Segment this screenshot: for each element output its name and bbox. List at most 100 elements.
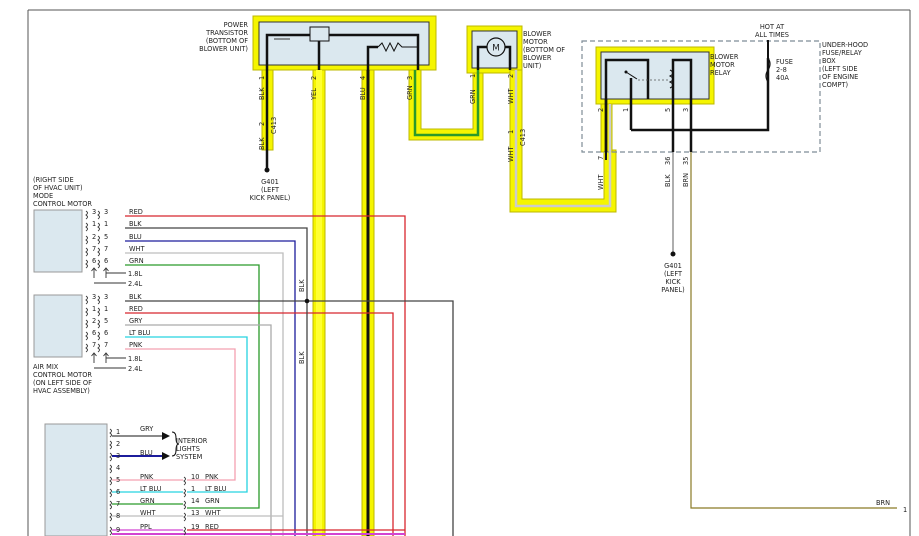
mode-chevron-b-1 xyxy=(97,222,100,232)
airmix-pin-a-1: 1 xyxy=(92,305,96,313)
mode-chevron-a-4 xyxy=(85,259,88,269)
airmix-gry-wire xyxy=(125,324,272,536)
pt-pin1-color-label: BLK xyxy=(258,87,266,100)
bottom-pin-7: 8 xyxy=(116,512,120,520)
bottom-pin2-7: 13 xyxy=(191,509,199,517)
arrow-blu xyxy=(162,452,170,460)
mode-pin-b-1: 1 xyxy=(104,220,108,228)
brn-end-label: BRN xyxy=(876,499,890,507)
bottom-color2-7: WHT xyxy=(205,509,221,517)
airmix-chevron-a-1 xyxy=(85,307,88,317)
airmix-chevron-b-4 xyxy=(97,343,100,353)
airmix-motor-label-line-0: AIR MIX xyxy=(33,363,59,371)
under-hood-box-label-line-0: UNDER-HOOD xyxy=(822,41,868,49)
ground-left-label-line-1: (LEFT xyxy=(261,186,280,194)
power-transistor-label-line-1: TRANSISTOR xyxy=(205,29,248,37)
bottom-pin-2: 3 xyxy=(116,452,120,460)
airmix-pin-b-1: 1 xyxy=(104,305,108,313)
bm-pin1-label: 1 xyxy=(469,74,477,78)
mode-motor-label-line-3: CONTROL MOTOR xyxy=(33,200,92,208)
airmix-blk-wire xyxy=(125,300,454,536)
airmix-ltblu-wire xyxy=(125,336,248,493)
bottom-pin-1: 2 xyxy=(116,440,120,448)
power-transistor-box xyxy=(258,21,430,66)
under-hood-box-label-line-3: (LEFT SIDE xyxy=(822,65,858,73)
ground-left-label-line-2: KICK PANEL) xyxy=(250,194,291,202)
fuse-pin35-color-label: BRN xyxy=(682,173,690,187)
airmix-engine-24: 2.4L xyxy=(128,365,142,373)
mode-color-4: GRN xyxy=(129,257,144,265)
bottom-color2-6: GRN xyxy=(205,497,220,505)
power-transistor-label-line-2: (BOTTOM OF xyxy=(206,37,248,45)
bottom-chevron-0 xyxy=(109,428,112,438)
relay-coil xyxy=(668,69,674,89)
interior-lights-label-line-2: SYSTEM xyxy=(176,453,203,461)
fuse-pin7-label: 7 xyxy=(597,156,605,160)
mode-chevron-b-2 xyxy=(97,235,100,245)
mode-chevron-b-3 xyxy=(97,247,100,257)
mode-chevron-a-3 xyxy=(85,247,88,257)
transistor-symbol xyxy=(309,26,330,42)
airmix-pin-b-2: 5 xyxy=(104,317,108,325)
pt-pin2-color-label: YEL xyxy=(310,88,318,101)
fuse-label-line-0: FUSE xyxy=(776,58,793,66)
fuse-pin36-label: 36 xyxy=(664,157,672,165)
bottom-chevron2-8 xyxy=(183,526,186,536)
vertical-blk-label: BLK xyxy=(298,351,306,364)
airmix-chevron-a-2 xyxy=(85,319,88,329)
relay-pin-label-3: 3 xyxy=(682,108,690,112)
wht-wire xyxy=(514,70,612,208)
bottom-chevron-8 xyxy=(109,526,112,536)
mode-grn-wire xyxy=(125,264,260,509)
blk-splice xyxy=(304,298,310,304)
bottom-pin2-5: 1 xyxy=(191,485,195,493)
ground-right-label-line-3: PANEL) xyxy=(661,286,684,294)
bm-pin2-label: 2 xyxy=(507,74,515,78)
under-hood-box-label-line-5: COMPT) xyxy=(822,81,848,89)
ground-right-label-line-0: G401 xyxy=(664,262,682,270)
bm-pin1-color-label: GRN xyxy=(469,89,477,104)
mode-pin-a-2: 2 xyxy=(92,233,96,241)
bottom-color-6: GRN xyxy=(140,497,155,505)
c413-blk-label: BLK xyxy=(258,137,266,150)
mode-color-0: RED xyxy=(129,208,143,216)
bottom-color-4: PNK xyxy=(140,473,154,481)
mode-pin-b-4: 6 xyxy=(104,257,108,265)
under-hood-box-label-line-2: BOX xyxy=(822,57,836,65)
bottom-pin-0: 1 xyxy=(116,428,120,436)
bottom-color2-5: LT BLU xyxy=(205,485,227,493)
pt-pin2-label: 2 xyxy=(310,76,318,80)
mode-pin-a-1: 1 xyxy=(92,220,96,228)
mode-pin-a-0: 3 xyxy=(92,208,96,216)
airmix-pin-b-0: 3 xyxy=(104,293,108,301)
airmix-motor-box xyxy=(33,294,83,358)
airmix-chevron-a-4 xyxy=(85,343,88,353)
airmix-motor-label-line-1: CONTROL MOTOR xyxy=(33,371,92,379)
mode-wht-wire xyxy=(125,252,284,536)
relay-switch xyxy=(625,71,638,80)
bottom-pin-5: 6 xyxy=(116,488,120,496)
airmix-pin-b-3: 6 xyxy=(104,329,108,337)
airmix-color-1: RED xyxy=(129,305,143,313)
bottom-pin-8: 9 xyxy=(116,526,120,534)
arrow-gry xyxy=(162,432,170,440)
airmix-pin-a-3: 6 xyxy=(92,329,96,337)
motor-symbol-label: M xyxy=(492,44,500,54)
pt-pin4-label: 4 xyxy=(359,76,367,80)
mode-motor-box xyxy=(33,209,83,273)
grn-loop-highlight xyxy=(408,69,484,141)
relay-label-line-0: BLOWER xyxy=(710,53,739,61)
ground-right-node xyxy=(670,251,676,257)
airmix-motor-label-line-3: HVAC ASSEMBLY) xyxy=(33,387,90,395)
blower-motor-label-line-3: BLOWER xyxy=(523,54,552,62)
airmix-chevron-a-3 xyxy=(85,331,88,341)
mode-blu-wire xyxy=(125,240,296,536)
fuse-pin36-color-label: BLK xyxy=(664,174,672,187)
ground-left-label-line-0: G401 xyxy=(261,178,279,186)
mode-chevron-b-0 xyxy=(97,210,100,220)
mode-motor-label-line-1: OF HVAC UNIT) xyxy=(33,184,83,192)
pt-pin1-label: 1 xyxy=(258,76,266,80)
mode-red-wire xyxy=(125,215,406,536)
